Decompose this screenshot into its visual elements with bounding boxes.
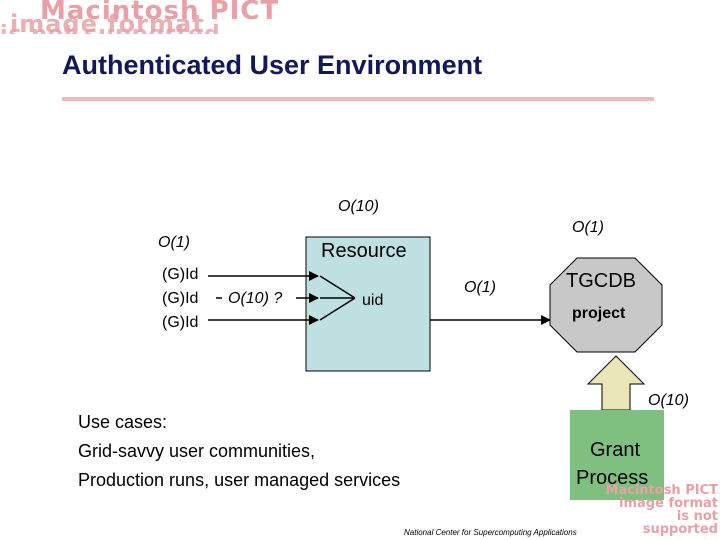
- grant-label-2: Process: [576, 467, 649, 489]
- use-cases-line-2: Production runs, user managed services: [78, 470, 401, 490]
- cardinality-edge: O(1): [464, 279, 496, 296]
- resource-label: Resource: [321, 240, 407, 262]
- stamp-line-2: image format: [619, 496, 718, 511]
- placeholder-line-2: image format: [10, 10, 205, 34]
- resource-box: [305, 236, 431, 372]
- grant-up-arrow: [586, 355, 646, 411]
- gid-cardinality: O(10) ?: [228, 290, 283, 307]
- uid-label: uid: [362, 292, 384, 309]
- cardinality-bottom: O(10): [648, 392, 689, 409]
- use-cases-heading: Use cases:: [78, 412, 168, 432]
- stamp-line-1: Macintosh PICT: [605, 483, 718, 498]
- title-underline: [62, 97, 654, 101]
- cardinality-left: O(1): [158, 234, 190, 251]
- pict-placeholder-stamp: Macintosh PICT image format is not suppo…: [598, 484, 718, 536]
- cardinality-right-top: O(1): [572, 219, 604, 236]
- grant-label-1: Grant: [590, 439, 641, 461]
- tgcdb-label: TGCDB: [566, 270, 636, 292]
- footer-text: National Center for Supercomputing Appli…: [404, 528, 577, 537]
- funnel-line-3: [319, 297, 356, 321]
- placeholder-line-3: is not supported: [0, 22, 221, 34]
- cardinality-top: O(10): [338, 198, 379, 215]
- grant-process-box: [570, 410, 664, 500]
- stamp-line-3: is not supported: [642, 509, 718, 537]
- tgcdb-octagon: [549, 257, 663, 353]
- gid-label-1: (G)Id: [162, 266, 199, 283]
- use-cases-line-1: Grid-savvy user communities,: [78, 441, 316, 461]
- gid-label-3: (G)Id: [162, 314, 199, 331]
- pict-placeholder-banner: Macintosh PICT image format is not suppo…: [0, 0, 720, 34]
- project-label: project: [572, 305, 626, 322]
- gid-label-2: (G)Id: [162, 290, 199, 307]
- funnel-line-1: [319, 275, 356, 299]
- slide-title: Authenticated User Environment: [62, 50, 483, 80]
- placeholder-line-1: Macintosh PICT: [40, 0, 280, 26]
